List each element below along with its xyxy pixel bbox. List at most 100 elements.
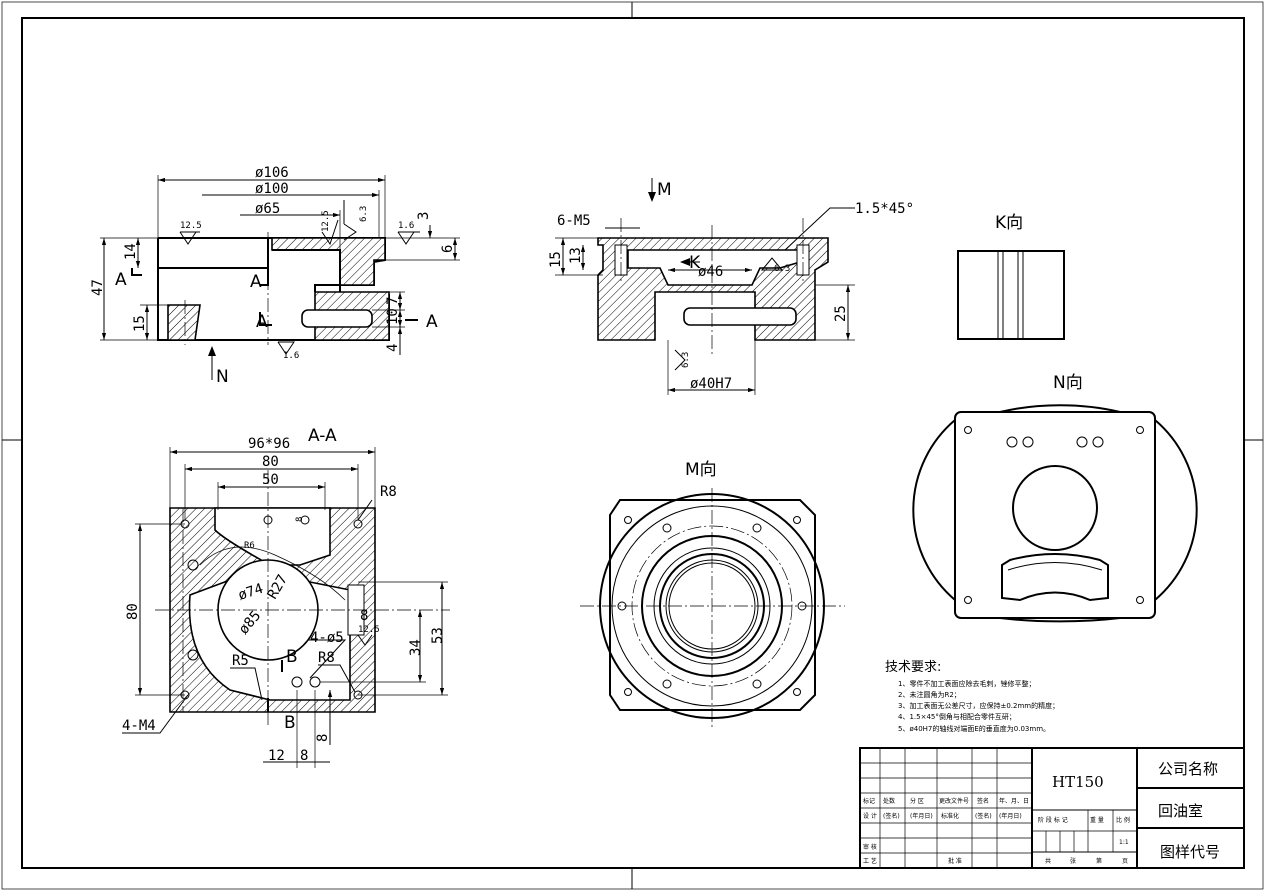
tb-cell: 标准化 bbox=[941, 812, 959, 820]
dim-53: 53 bbox=[430, 627, 446, 644]
n-view-title: N向 bbox=[1053, 373, 1083, 393]
roughness-label: 6.3 bbox=[774, 264, 790, 274]
tb-cell: (年月日) bbox=[910, 812, 933, 820]
dim-8c: 8 bbox=[300, 748, 308, 764]
dim-6: 6 bbox=[440, 245, 456, 253]
view-arrow-m: M bbox=[657, 180, 672, 200]
material: HT150 bbox=[1052, 773, 1104, 791]
section-mark: A bbox=[426, 312, 438, 332]
tb-cell: 设 计 bbox=[863, 812, 877, 820]
tb-cell: 批 准 bbox=[948, 857, 962, 865]
drawing-code: 图样代号 bbox=[1160, 843, 1220, 861]
roughness-label: 1.6 bbox=[398, 221, 414, 231]
dim-r8: R8 bbox=[380, 484, 397, 500]
tb-cell: (签名) bbox=[883, 812, 900, 820]
aa-view: 96*96 A-A 80 50 R8 8 R6 ø74 R27 ø85 8 12… bbox=[122, 426, 450, 768]
tech-item: 1、零件不加工表面应除去毛刺，锉修平整； bbox=[898, 679, 1035, 688]
section-mark-b: B bbox=[284, 713, 296, 733]
dim-10: 10 bbox=[385, 308, 401, 325]
view-arrow-n: N bbox=[216, 367, 229, 387]
dim-7: 7 bbox=[385, 297, 401, 305]
tb-cell: 第 bbox=[1096, 857, 1102, 865]
roughness-label: 12.5 bbox=[321, 210, 331, 232]
n-view: N向 bbox=[912, 373, 1198, 623]
dim-80: 80 bbox=[262, 454, 279, 470]
k-view: K向 bbox=[957, 213, 1065, 340]
tb-cell: (签名) bbox=[975, 812, 992, 820]
section-mark-b: B bbox=[286, 647, 298, 667]
tech-requirements: 技术要求: 1、零件不加工表面应除去毛刺，锉修平整； 2、未注圆角为R2； 3、… bbox=[885, 660, 1059, 733]
dim-r8b: R8 bbox=[318, 650, 335, 666]
dim-80b: 80 bbox=[125, 603, 141, 620]
tb-cell: 页 bbox=[1122, 858, 1128, 865]
tb-cell: 重 量 bbox=[1090, 816, 1104, 824]
roughness-label: 12.5 bbox=[180, 221, 202, 231]
dim-chamfer: 1.5*45° bbox=[855, 201, 914, 217]
dim-12: 12 bbox=[268, 748, 285, 764]
view-arrow-k: K bbox=[689, 253, 701, 273]
dim-8d: 8 bbox=[315, 734, 331, 742]
tb-cell: 签名 bbox=[977, 797, 989, 805]
m-view: M向 bbox=[580, 460, 845, 728]
dim-d46: ø46 bbox=[698, 264, 723, 280]
part-name: 回油室 bbox=[1158, 802, 1203, 820]
m-view-title: M向 bbox=[685, 460, 717, 480]
dim-4-m4: 4-M4 bbox=[122, 718, 156, 734]
dim-d65: ø65 bbox=[255, 201, 280, 217]
dim-50: 50 bbox=[262, 472, 279, 488]
tb-cell: 标记 bbox=[863, 797, 875, 805]
dim-6-m5: 6-M5 bbox=[557, 213, 591, 229]
section-mark: A bbox=[256, 312, 268, 332]
dim-3: 3 bbox=[416, 212, 432, 220]
section-mark: A bbox=[250, 272, 262, 292]
dim-d100: ø100 bbox=[255, 181, 289, 197]
dim-d40h7: ø40H7 bbox=[690, 376, 732, 392]
dim-15: 15 bbox=[132, 315, 148, 332]
tb-cell: 张 bbox=[1070, 857, 1076, 865]
roughness-label: 6.3 bbox=[359, 206, 369, 222]
tech-title: 技术要求: bbox=[885, 660, 941, 675]
dim-d74: ø74 bbox=[236, 581, 265, 604]
tb-cell: 共 bbox=[1045, 857, 1051, 865]
tech-item: 2、未注圆角为R2； bbox=[898, 690, 961, 699]
tech-item: 3、加工表面无公差尺寸，应保持±0.2mm的精度； bbox=[898, 701, 1059, 710]
k-view-title: K向 bbox=[995, 213, 1023, 233]
dim-13: 13 bbox=[568, 247, 584, 264]
tb-cell: 分 区 bbox=[910, 797, 924, 805]
title-block: HT150 公司名称 回油室 图样代号 1:1 标记 处数 分 区 更改文件号 … bbox=[859, 747, 1245, 869]
dim-4: 4 bbox=[385, 344, 401, 352]
dim-14: 14 bbox=[123, 243, 139, 260]
dim-r5: R5 bbox=[232, 653, 249, 669]
front-view: ø106 ø100 ø65 47 14 15 6 3 7 10 4 12.5 1… bbox=[90, 165, 460, 387]
section-view: 6-M5 15 13 ø46 25 ø40H7 1.5*45° 6.3 6.3 … bbox=[548, 178, 914, 395]
scale-value: 1:1 bbox=[1119, 839, 1129, 846]
company-name: 公司名称 bbox=[1158, 760, 1218, 778]
section-mark: A bbox=[115, 270, 127, 290]
dim-d106: ø106 bbox=[255, 165, 289, 181]
dim-8b: 8 bbox=[360, 608, 368, 624]
tech-item: 4、1.5×45°倒角与相配合零件互研； bbox=[898, 712, 1016, 721]
dim-8: 8 bbox=[295, 517, 305, 522]
tb-cell: 比 例 bbox=[1116, 816, 1130, 824]
tb-cell: (年月日) bbox=[999, 812, 1022, 820]
dim-96x96: 96*96 bbox=[248, 436, 290, 452]
roughness-label: 1.6 bbox=[283, 351, 299, 361]
aa-view-title: A-A bbox=[308, 426, 337, 446]
dim-15: 15 bbox=[548, 251, 564, 268]
tb-cell: 审 核 bbox=[863, 843, 877, 851]
dim-34: 34 bbox=[408, 639, 424, 656]
tb-cell: 处数 bbox=[883, 797, 895, 805]
dim-47: 47 bbox=[90, 279, 106, 296]
dim-r6: R6 bbox=[244, 541, 255, 551]
dim-4-d5: 4-ø5 bbox=[310, 630, 344, 646]
tb-cell: 更改文件号 bbox=[939, 797, 969, 805]
tb-cell: 年、月、日 bbox=[999, 797, 1029, 805]
roughness-label: 6.3 bbox=[681, 352, 691, 368]
tb-cell: 工 艺 bbox=[863, 857, 877, 865]
tb-cell: 阶 段 标 记 bbox=[1038, 816, 1068, 824]
roughness-label: 12.5 bbox=[358, 625, 380, 635]
dim-25: 25 bbox=[833, 305, 849, 322]
tech-item: 5、ø40H7的轴线对端面E的垂直度为0.03mm。 bbox=[898, 724, 1050, 733]
